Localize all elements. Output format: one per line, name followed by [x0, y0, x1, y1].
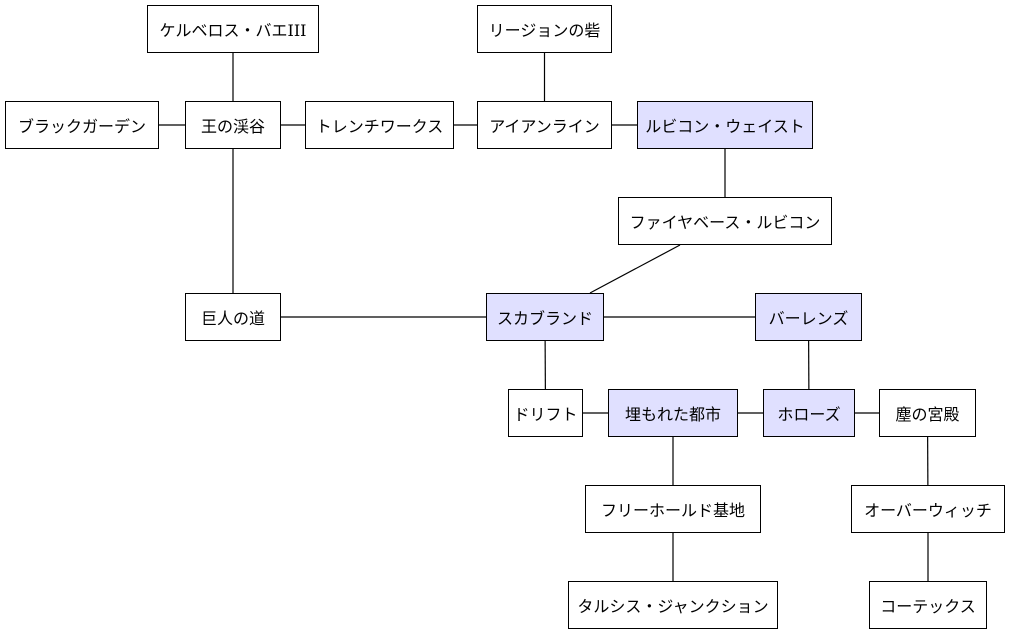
edge-firebase_rubicon-scabland — [589, 244, 681, 294]
node-scabland[interactable]: スカブランド — [486, 293, 604, 341]
node-kings-valley[interactable]: 王の渓谷 — [185, 101, 281, 149]
node-tarsis-junction[interactable]: タルシス・ジャンクション — [568, 581, 778, 629]
node-giants-road[interactable]: 巨人の道 — [185, 293, 281, 341]
node-legion-fort[interactable]: リージョンの砦 — [477, 5, 612, 53]
node-buried-city[interactable]: 埋もれた都市 — [608, 389, 738, 437]
node-blackgarden[interactable]: ブラックガーデン — [5, 101, 159, 149]
node-hollows[interactable]: ホローズ — [763, 389, 855, 437]
node-ironline[interactable]: アイアンライン — [477, 101, 612, 149]
node-trenchworks[interactable]: トレンチワークス — [305, 101, 454, 149]
node-cerberus-bae[interactable]: ケルベロス・バエIII — [147, 5, 319, 53]
node-cortex[interactable]: コーテックス — [869, 581, 987, 629]
node-barrens[interactable]: バーレンズ — [755, 293, 862, 341]
node-firebase-rubicon[interactable]: ファイヤベース・ルビコン — [618, 197, 832, 245]
node-freehold-base[interactable]: フリーホールド基地 — [585, 485, 761, 533]
node-drift[interactable]: ドリフト — [508, 389, 583, 437]
node-rubicon-waste[interactable]: ルビコン・ウェイスト — [637, 101, 813, 149]
node-overwatch[interactable]: オーバーウィッチ — [851, 485, 1005, 533]
node-dust-palace[interactable]: 塵の宮殿 — [879, 389, 976, 437]
